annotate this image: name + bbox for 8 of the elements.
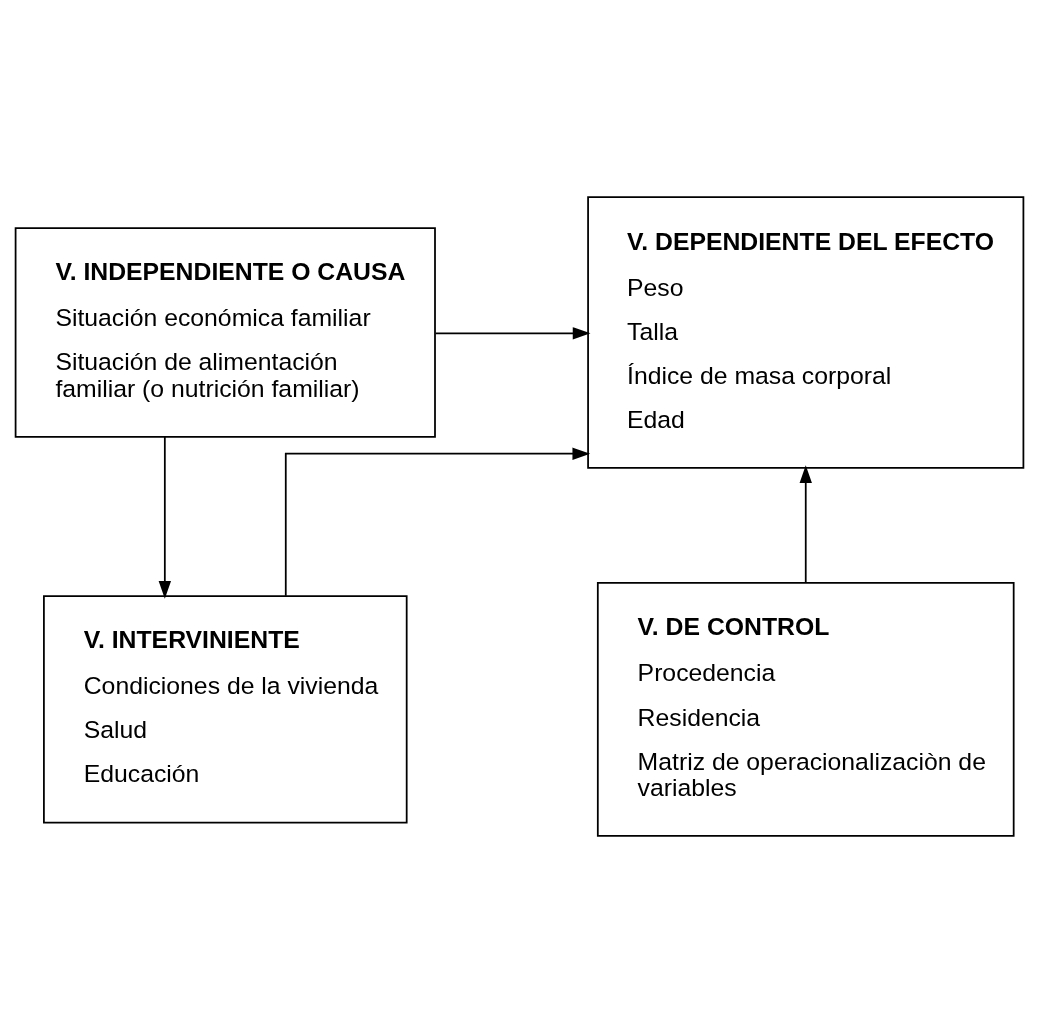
node-box: V. INTERVINIENTE Condiciones de la vivienda Salud Educación xyxy=(43,594,408,824)
arrow xyxy=(158,435,172,599)
arrow xyxy=(799,464,812,583)
node-box: V. INDEPENDIENTE O CAUSA Situación económica familiar Situación de alimentación familiar (o nutrición familiar) xyxy=(14,226,436,438)
node-box: V. DEPENDIENTE DEL EFECTO Peso Talla Índice de masa corporal Edad xyxy=(587,195,1025,469)
arrow xyxy=(434,326,591,340)
node-box: V. DE CONTROL Procedencia Residencia Matriz de operacionalizaciòn de variables xyxy=(596,581,1015,837)
arrow xyxy=(284,446,591,597)
